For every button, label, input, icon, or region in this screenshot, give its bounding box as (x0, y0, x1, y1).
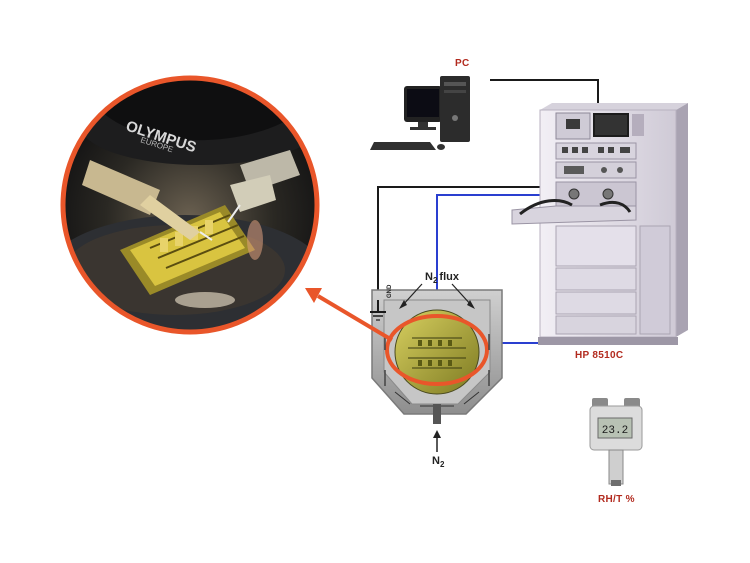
rh-t-sensor: 23.2 (589, 398, 643, 486)
n2-inlet-label: N2 (432, 455, 444, 469)
wafer-highlight (385, 314, 489, 386)
pc-rack-cable (490, 79, 599, 103)
microscope-zoom-view: OLYMPUS EUROPE (60, 75, 320, 335)
hp-8510c-rack (511, 103, 688, 345)
zoom-arrow (316, 294, 394, 342)
probe-chamber (370, 283, 503, 452)
n2-inlet-sub: 2 (439, 460, 445, 470)
n2-flux-sub: 2 (432, 276, 438, 286)
n2-inlet-n: N (432, 455, 440, 467)
n2-flux-n: N (425, 271, 433, 283)
hp-8510c-label: HP 8510C (575, 350, 624, 361)
rh-t-label: RH/T % (598, 494, 635, 505)
pc-label: PC (455, 58, 470, 69)
rf-cable-1 (436, 194, 574, 322)
pc-icon (370, 76, 470, 150)
gnd-label: GND (387, 284, 393, 298)
gnd-cable (377, 186, 566, 300)
n2-flux-word: flux (439, 271, 459, 283)
sensor-display: 23.2 (602, 425, 628, 437)
